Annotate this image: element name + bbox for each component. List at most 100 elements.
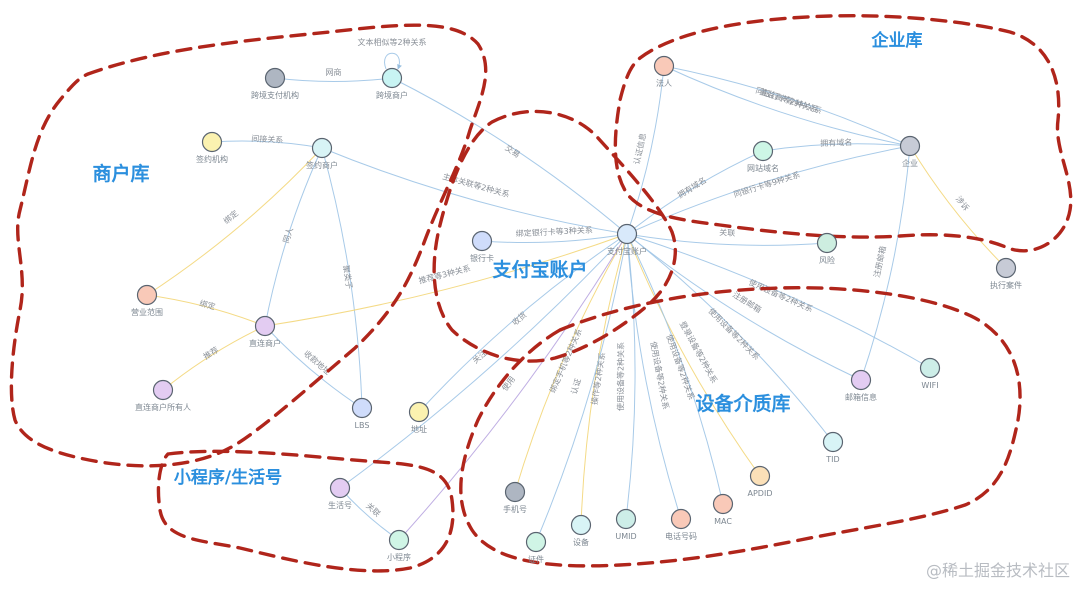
- node-circle[interactable]: [749, 465, 771, 487]
- node-circle[interactable]: [408, 401, 430, 423]
- edge-merchant_center-sign_org: 间接关系: [211, 133, 323, 149]
- region-label-device: 设备介质库: [695, 392, 790, 415]
- edge-label: 拥有域名: [820, 137, 852, 148]
- regions-layer: [9, 14, 1073, 573]
- node-apdid[interactable]: APDID: [748, 465, 773, 499]
- node-umid[interactable]: UMID: [615, 508, 637, 542]
- edge-enterprise_center-legal_person: 同银行卡等9种关系: [663, 65, 911, 147]
- edge-label: 间接关系: [251, 133, 283, 145]
- node-label: 直连商户: [249, 338, 281, 348]
- node-label: 电话号码: [665, 531, 697, 541]
- edge-label: 交易: [503, 142, 522, 159]
- node-direct_owner[interactable]: 直连商户所有人: [135, 379, 191, 413]
- node-website[interactable]: 网站域名: [747, 140, 779, 174]
- node-label: UMID: [615, 532, 636, 541]
- node-mini_program[interactable]: 小程序: [387, 529, 411, 563]
- node-risk[interactable]: 风险: [816, 232, 838, 266]
- node-circle[interactable]: [525, 531, 547, 553]
- node-mac[interactable]: MAC: [712, 493, 734, 527]
- node-circle[interactable]: [712, 493, 734, 515]
- edge-alipay_main-bank_card: 绑定银行卡等3种关系: [481, 225, 628, 244]
- node-circle[interactable]: [351, 397, 373, 419]
- node-sign_org[interactable]: 签约机构: [196, 131, 228, 165]
- node-device[interactable]: 设备: [570, 514, 592, 548]
- node-email[interactable]: 邮箱信息: [845, 369, 877, 403]
- node-label: 银行卡: [470, 253, 494, 263]
- edge-label: 使用设备等2种关系: [649, 341, 672, 411]
- node-mobile[interactable]: 手机号: [503, 481, 527, 515]
- node-circle[interactable]: [504, 481, 526, 503]
- node-cross_org[interactable]: 跨境支付机构: [251, 67, 299, 101]
- edge-label: 注册邮箱: [871, 245, 887, 278]
- node-enterprise_center[interactable]: 企业: [899, 135, 921, 169]
- node-circle[interactable]: [388, 529, 410, 551]
- node-circle[interactable]: [570, 514, 592, 536]
- edge-label: 文本相似等2种关系: [357, 37, 426, 47]
- edge-direct_owner-direct_merchant: 推荐: [162, 325, 266, 391]
- edge-enterprise_center-website: 拥有域名: [762, 137, 911, 153]
- region-label-alipay: 支付宝账户: [491, 258, 587, 281]
- node-legal_person[interactable]: 法人: [653, 55, 675, 89]
- edge-enterprise_center-exec_case: 涉诉: [909, 145, 1007, 269]
- node-circle[interactable]: [615, 508, 637, 530]
- node-label: 邮箱信息: [845, 392, 877, 402]
- node-phone_no[interactable]: 电话号码: [665, 508, 697, 542]
- edge-alipay_main-umid: 使用设备等2种关系: [615, 233, 636, 520]
- node-circle[interactable]: [995, 257, 1017, 279]
- edge-merchant_center-busi_scope: 绑定: [146, 147, 323, 296]
- edge-label: 拥有域名: [676, 175, 709, 200]
- node-label: 网站域名: [747, 163, 779, 173]
- region-border-alipay: [432, 109, 677, 363]
- node-address[interactable]: 地址: [408, 401, 430, 435]
- edge-label: 推荐: [201, 344, 220, 361]
- edges-layer: 交易网商文本相似等2种关系主体关联等2种关系间接关系绑定同人聚类子绑定推荐收款地…: [146, 37, 1007, 543]
- node-busi_scope[interactable]: 营业范围: [131, 284, 163, 318]
- node-circle[interactable]: [254, 315, 276, 337]
- edge-direct_merchant-busi_scope: 绑定: [146, 293, 266, 327]
- node-merchant_center[interactable]: 签约商户: [306, 137, 338, 171]
- node-label: MAC: [714, 517, 732, 526]
- node-circle[interactable]: [670, 508, 692, 530]
- edge-alipay_main-risk: 关联: [626, 227, 828, 246]
- node-circle[interactable]: [471, 230, 493, 252]
- node-circle[interactable]: [919, 357, 941, 379]
- node-circle[interactable]: [653, 55, 675, 77]
- node-circle[interactable]: [899, 135, 921, 157]
- region-label-merchant: 商户库: [92, 162, 149, 185]
- edge-label: 绑定银行卡等3种关系: [515, 225, 592, 239]
- edge-life_account-mini_program: 关联: [339, 487, 400, 541]
- node-cross_merchant[interactable]: 跨境商户: [376, 67, 408, 101]
- node-tid[interactable]: TID: [822, 431, 844, 465]
- edge-enterprise_center-email: 注册邮箱: [860, 145, 911, 381]
- region-label-enterprise: 企业库: [871, 30, 923, 51]
- node-label: 营业范围: [131, 307, 163, 317]
- node-id_card[interactable]: 证件: [525, 531, 547, 565]
- edge-label: 同人: [282, 226, 295, 244]
- edge-label: 董监高等2种关系: [758, 86, 819, 114]
- node-circle[interactable]: [381, 67, 403, 89]
- node-alipay_main[interactable]: 支付宝账户: [607, 223, 647, 257]
- node-circle[interactable]: [752, 140, 774, 162]
- node-circle[interactable]: [822, 431, 844, 453]
- node-wifi[interactable]: WIFI: [919, 357, 941, 391]
- node-circle[interactable]: [329, 477, 351, 499]
- node-circle[interactable]: [136, 284, 158, 306]
- node-circle[interactable]: [201, 131, 223, 153]
- node-lbs[interactable]: LBS: [351, 397, 373, 431]
- node-direct_merchant[interactable]: 直连商户: [249, 315, 281, 349]
- edge-label: 网商: [326, 67, 342, 77]
- node-circle[interactable]: [850, 369, 872, 391]
- edge-cross_merchant-cross_org: 网商: [274, 67, 393, 82]
- node-circle[interactable]: [616, 223, 638, 245]
- node-life_account[interactable]: 生活号: [328, 477, 352, 511]
- node-label: 跨境支付机构: [251, 90, 299, 100]
- node-bank_card[interactable]: 银行卡: [470, 230, 494, 264]
- edge-cross_merchant-cross_merchant: 文本相似等2种关系: [357, 37, 427, 70]
- node-exec_case[interactable]: 执行案件: [990, 257, 1022, 291]
- node-circle[interactable]: [816, 232, 838, 254]
- node-circle[interactable]: [311, 137, 333, 159]
- node-circle[interactable]: [152, 379, 174, 401]
- edge-label: 关联: [364, 500, 383, 518]
- node-circle[interactable]: [264, 67, 286, 89]
- edge-label: 注册邮箱: [731, 289, 763, 314]
